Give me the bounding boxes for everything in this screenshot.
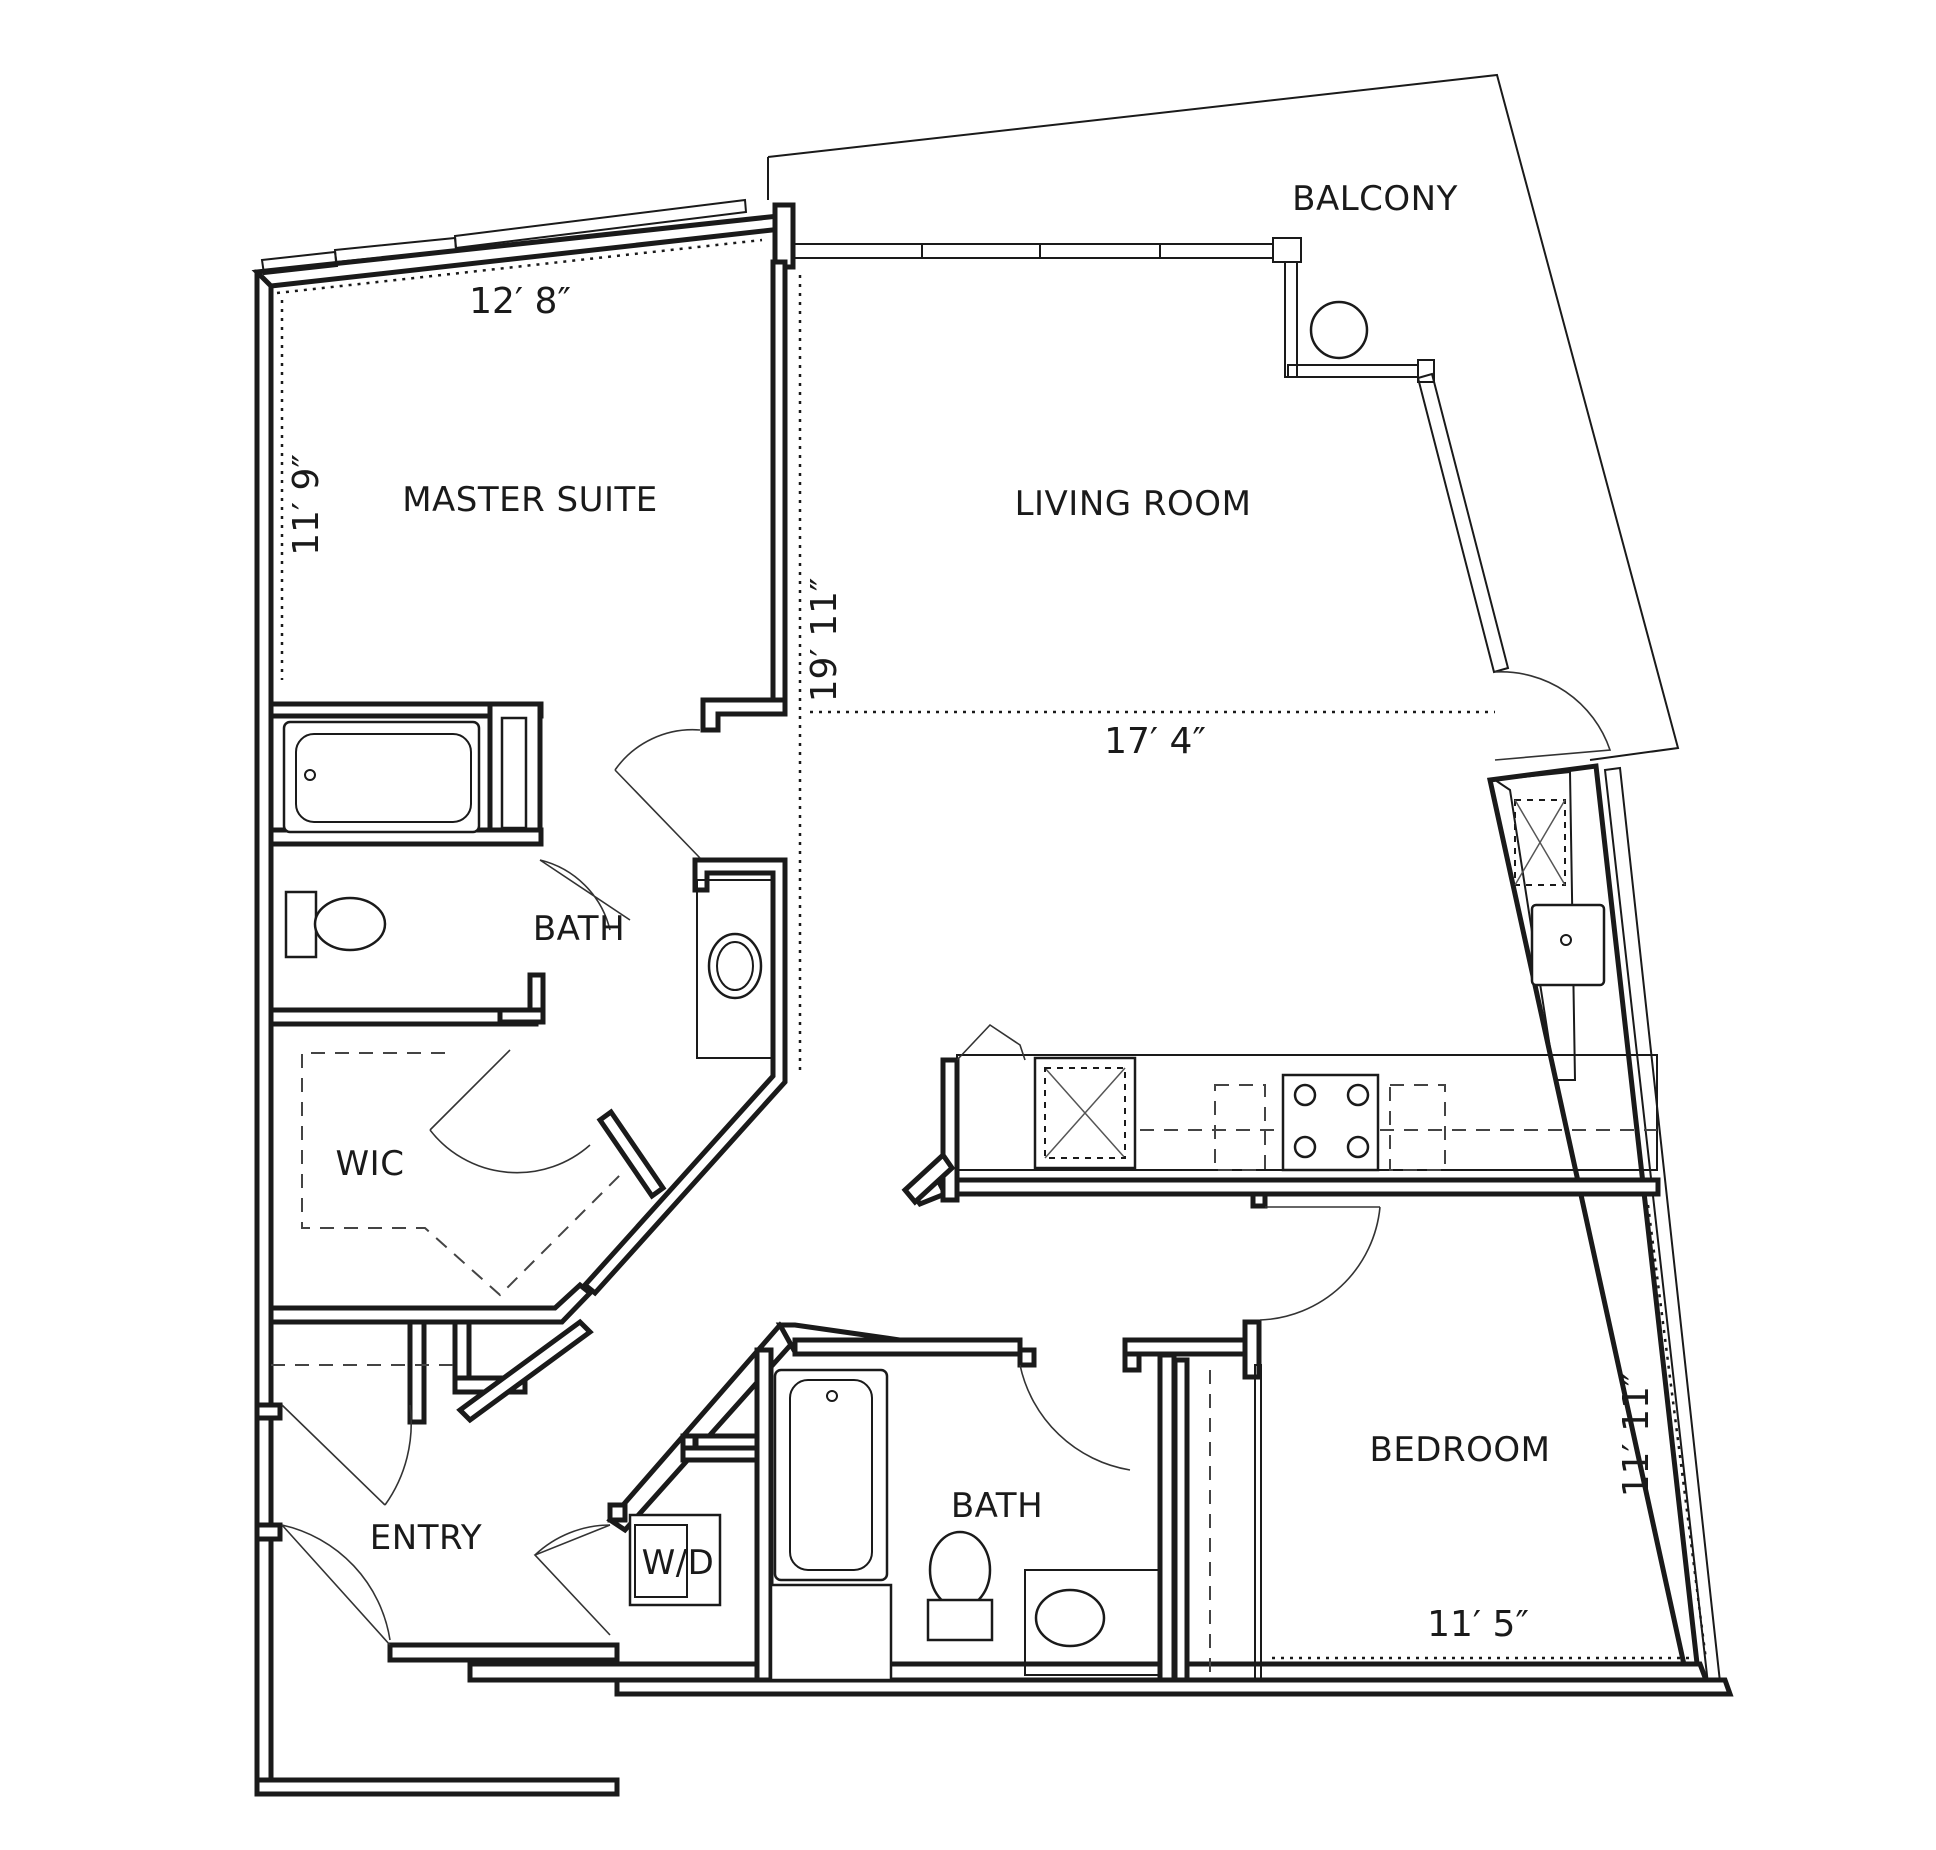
linen-shelf-icon [500,716,528,830]
balcony-area [767,73,1680,761]
toilet-tank-icon [284,890,318,959]
toilet-icon [313,896,387,952]
master-bath-fixtures [282,716,774,1059]
wic-shelves [301,1052,626,1297]
living-room-label: LIVING ROOM [1015,484,1252,524]
bedroom-depth-dim: 11′ 11″ [1616,1373,1657,1498]
toilet-tank-icon-2 [926,1598,994,1642]
wic-label: WIC [336,1144,405,1184]
master-width-dim: 12′ 8″ [469,281,571,322]
bedroom-width-dim: 11′ 5″ [1427,1604,1529,1645]
second-sink-icon [1034,1588,1106,1648]
washer-dryer-icon [628,1513,722,1607]
bathtub-icon-2 [773,1368,889,1582]
living-width-dim: 17′ 4″ [1104,721,1206,762]
second-bath-label: BATH [951,1486,1043,1526]
master-bath-label: BATH [533,909,625,949]
dimension-labels: 12′ 8″ 11′ 9″ 19′ 11″ 17′ 4″ 11′ 11″ 11′… [286,281,1657,1645]
doors [281,671,1612,1646]
linen-cabinet-icon [769,1583,893,1682]
bedroom-label: BEDROOM [1370,1430,1551,1470]
wd-label: W/D [642,1543,715,1583]
dimension-lines [276,238,1708,1661]
interior-walls [254,259,1661,1683]
master-depth-dim: 11′ 9″ [286,454,327,556]
second-bath-fixtures [628,1368,1161,1682]
bedroom-closet [1172,1357,1262,1683]
kitchen [956,770,1658,1172]
balcony-label: BALCONY [1292,179,1458,219]
master-suite-label: MASTER SUITE [402,480,658,520]
planter-icon [1309,300,1369,360]
entry-label: ENTRY [370,1518,482,1558]
living-depth-dim: 19′ 11″ [804,578,845,703]
toilet-icon-2 [928,1530,992,1610]
room-labels: BALCONY MASTER SUITE LIVING ROOM BATH WI… [336,179,1551,1583]
bathtub-icon [282,720,481,834]
